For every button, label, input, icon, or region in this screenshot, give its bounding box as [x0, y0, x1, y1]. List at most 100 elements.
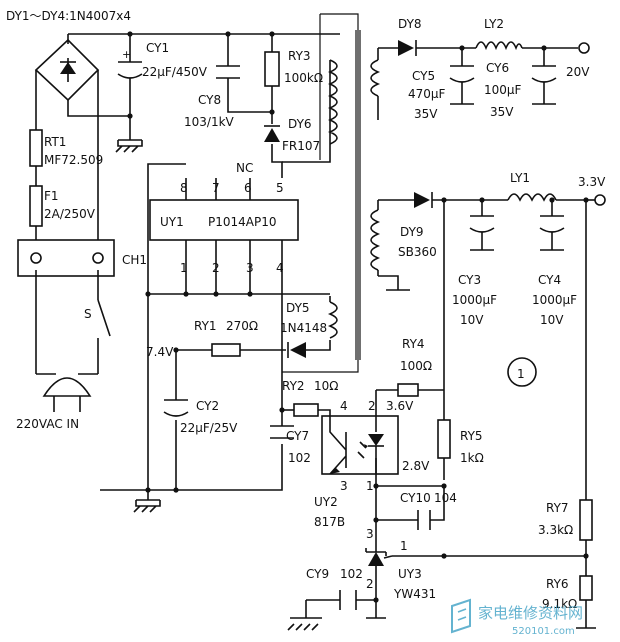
ry3-resistor [264, 51, 280, 87]
dy9-value: SB360 [398, 245, 437, 259]
figure-marker: 1 [507, 357, 537, 387]
cy2-ref: CY2 [196, 399, 219, 413]
cy3-capacitor [469, 215, 495, 233]
ry6-resistor [579, 575, 593, 601]
ry6-value: 9.1kΩ [542, 597, 577, 611]
cy7-capacitor [270, 425, 294, 439]
ry7-resistor [579, 499, 593, 541]
cy2-value: 22μF/25V [180, 421, 238, 435]
v-7v4-label: 7.4V [146, 345, 174, 359]
uy2-pin-1: 1 [366, 479, 374, 493]
cy8-capacitor [216, 65, 240, 79]
ry5-resistor [437, 419, 451, 459]
ry4-ref: RY4 [402, 337, 425, 351]
ry5-ref: RY5 [460, 429, 483, 443]
ry2-ref: RY2 [282, 379, 305, 393]
switch-ref: S [84, 307, 92, 321]
f1-value: 2A/250V [44, 207, 96, 221]
cy10-value: 104 [434, 491, 457, 505]
cy9-capacitor [339, 590, 357, 610]
uy1-pin-4: 4 [276, 261, 284, 275]
uy1-pin-7: 7 [212, 181, 220, 195]
svg-text:+: + [122, 48, 131, 61]
uy1-nc: NC [236, 161, 253, 175]
uy2-pin-2: 2 [368, 399, 376, 413]
dy5-ref: DY5 [286, 301, 310, 315]
dy6-diode [264, 125, 280, 142]
cy5-value1: 470μF [408, 87, 446, 101]
uy1-pin-1: 1 [180, 261, 188, 275]
uy2-pin-4: 4 [340, 399, 348, 413]
rt1-value: MF72.509 [44, 153, 103, 167]
cy2-capacitor [163, 399, 189, 417]
out-3v3-terminal [586, 194, 606, 206]
mains-plug [36, 373, 98, 412]
cy6-value2: 35V [490, 105, 514, 119]
cy9-ref: CY9 [306, 567, 329, 581]
cy9-value: 102 [340, 567, 363, 581]
cy6-value1: 100μF [484, 83, 522, 97]
ry2-value: 10Ω [314, 379, 338, 393]
ly1-ref: LY1 [510, 171, 530, 185]
cy10-capacitor [417, 510, 431, 530]
cy6-capacitor [531, 65, 557, 83]
uy1-ref: UY1 [160, 215, 184, 229]
labels: DY1～DY4:1N4007x4 CY1 22μF/450V RY3 100kΩ… [6, 9, 606, 611]
cy4-value1: 1000μF [532, 293, 577, 307]
cy1-value: 22μF/450V [142, 65, 208, 79]
uy3-ref: UY3 [398, 567, 422, 581]
watermark-logo-icon [451, 598, 471, 634]
cy6-ref: CY6 [486, 61, 509, 75]
cy5-capacitor [449, 65, 475, 83]
transformer [327, 30, 381, 360]
wires [35, 13, 587, 628]
cy8-ref: CY8 [198, 93, 221, 107]
uy3-pin-1: 1 [400, 539, 408, 553]
cy3-value2: 10V [460, 313, 484, 327]
dy9-diode [414, 192, 433, 208]
out-20v-label: 20V [566, 65, 590, 79]
ly2-ref: LY2 [484, 17, 504, 31]
uy3-pin-2: 2 [366, 577, 374, 591]
f1-ref: F1 [44, 189, 59, 203]
uy1-pin-2: 2 [212, 261, 220, 275]
ry2-resistor [293, 403, 319, 417]
f1-fuse [29, 185, 43, 227]
ch1-connector [17, 239, 115, 277]
figure-marker-label: 1 [517, 367, 525, 381]
ry7-ref: RY7 [546, 501, 569, 515]
ry3-value: 100kΩ [284, 71, 323, 85]
bridge-label: DY1～DY4:1N4007x4 [6, 9, 131, 23]
cy3-value1: 1000μF [452, 293, 497, 307]
cy1-ref: CY1 [146, 41, 169, 55]
ry7-value: 3.3kΩ [538, 523, 573, 537]
mains-label: 220VAC IN [16, 417, 79, 431]
dy6-ref: DY6 [288, 117, 312, 131]
uy1-pin-3: 3 [246, 261, 254, 275]
ry4-resistor [397, 383, 419, 397]
uy2-ref: UY2 [314, 495, 338, 509]
ry6-ref: RY6 [546, 577, 569, 591]
uy1-pin-5: 5 [276, 181, 284, 195]
cy7-ref: CY7 [286, 429, 309, 443]
uy1-part: P1014AP10 [208, 215, 277, 229]
v-3v6-label: 3.6V [386, 399, 414, 413]
ly1-inductor [507, 193, 557, 202]
v-2v8-label: 2.8V [402, 459, 430, 473]
uy2-part: 817B [314, 515, 345, 529]
uy2-pin-3: 3 [340, 479, 348, 493]
cy4-capacitor [539, 215, 565, 233]
ry1-value: 270Ω [226, 319, 258, 333]
ly2-inductor [475, 41, 523, 51]
ground-symbols [115, 103, 596, 631]
cy10-ref: CY10 [400, 491, 431, 505]
cy7-value: 102 [288, 451, 311, 465]
rt1-thermistor [29, 129, 43, 167]
cy5-ref: CY5 [412, 69, 435, 83]
uy1-pin-6: 6 [244, 181, 252, 195]
out-3v3-label: 3.3V [578, 175, 606, 189]
dy9-ref: DY9 [400, 225, 424, 239]
cy5-value2: 35V [414, 107, 438, 121]
